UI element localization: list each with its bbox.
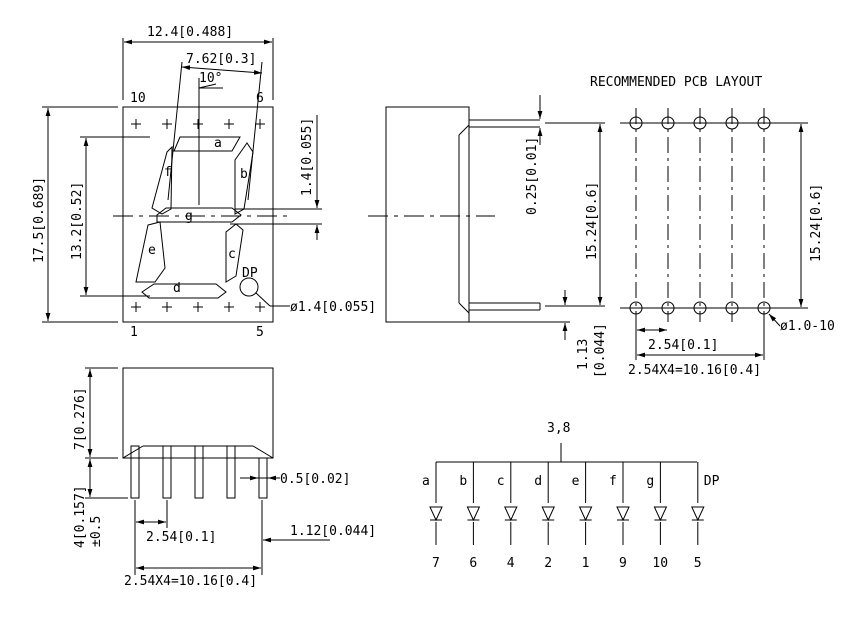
pcb-layout-title: RECOMMENDED PCB LAYOUT xyxy=(590,75,762,90)
diode-symbol xyxy=(541,506,555,522)
width-dim-label: 12.4[0.488] xyxy=(147,25,233,40)
pin-5-label: 5 xyxy=(256,325,264,340)
front-view xyxy=(42,38,322,323)
pin-6-label: 6 xyxy=(256,91,264,106)
diode-pin-label: 4 xyxy=(507,556,515,571)
segment-f-label: f xyxy=(164,165,172,180)
segment-a-shape xyxy=(173,136,241,152)
lead-width-dim-label: 0.5[0.02] xyxy=(280,472,350,487)
diode-branch-e: e1 xyxy=(572,462,593,571)
lead-length-dim-label-1: 4[0.157] xyxy=(73,485,88,548)
front-body-outline xyxy=(122,106,274,323)
bottom-total-dim-label: 2.54X4=10.16[0.4] xyxy=(124,574,257,589)
segment-c-label: c xyxy=(228,247,236,262)
diode-branch-f: f9 xyxy=(609,462,630,571)
pcb-total-dim-label: 2.54X4=10.16[0.4] xyxy=(628,363,761,378)
segment-b-label: b xyxy=(240,167,248,182)
diode-segment-label: c xyxy=(497,474,505,489)
height-dim-label: 17.5[0.689] xyxy=(32,177,47,263)
pcb-row-spacing-dim-label: 15.24[0.6] xyxy=(809,184,824,262)
diode-segment-label: b xyxy=(459,474,467,489)
diode-branch-dp: DP 5 xyxy=(691,462,720,571)
diode-pin-label: 10 xyxy=(652,556,668,571)
offset-dim-label-2: [0.044] xyxy=(593,323,608,378)
segment-f-shape xyxy=(151,145,173,215)
diode-segment-label: d xyxy=(534,474,542,489)
side-view xyxy=(368,95,605,340)
dp-label: DP xyxy=(242,266,258,281)
digit-height-dim-label: 13.2[0.52] xyxy=(70,182,85,260)
pin-10-label: 10 xyxy=(130,91,146,106)
pin-spacing-dim-label: 7.62[0.3] xyxy=(186,52,256,67)
diode-symbol xyxy=(504,506,518,522)
segment-b-shape xyxy=(234,142,254,215)
bottom-view xyxy=(85,367,330,575)
diode-pin-label: 1 xyxy=(582,556,590,571)
segment-e-shape xyxy=(135,221,166,283)
body-height-dim-label: 7[0.276] xyxy=(73,387,88,450)
schematic xyxy=(436,443,697,463)
diode-segment-label: e xyxy=(572,474,580,489)
diode-symbol xyxy=(429,506,443,522)
diode-branch-d: d2 xyxy=(534,462,555,571)
diode-symbol xyxy=(653,506,668,522)
common-pins-label: 3,8 xyxy=(547,421,570,436)
diode-pin-label: 2 xyxy=(544,556,552,571)
segment-d-shape xyxy=(141,283,227,299)
diode-segment-label: f xyxy=(609,474,617,489)
row-spacing-dim-label: 15.24[0.6] xyxy=(585,182,600,260)
segment-c-shape xyxy=(225,223,244,283)
diode-branch-g: g 10 xyxy=(646,462,668,571)
diode-pin-label: 9 xyxy=(619,556,627,571)
bottom-body-outline xyxy=(122,367,274,459)
diode-symbol xyxy=(578,506,593,522)
slant-angle-label: 10° xyxy=(199,71,222,86)
dp-circle xyxy=(239,277,259,297)
pcb-layout xyxy=(620,108,808,360)
pcb-hole-dim-label: ø1.0-10 xyxy=(780,319,835,334)
diode-branch-a: a7 xyxy=(422,462,443,571)
diode-branch-c: c4 xyxy=(497,462,518,571)
bottom-pitch-dim-label: 2.54[0.1] xyxy=(146,530,216,545)
diode-symbol xyxy=(466,506,481,522)
lead-shoulder-dim-label: 1.12[0.044] xyxy=(290,524,376,539)
lead-length-dim-label-2: ±0.5 xyxy=(89,516,104,547)
diode-segment-label: DP xyxy=(704,474,720,489)
diode-pin-label: 6 xyxy=(469,556,477,571)
segment-width-dim-label: 1.4[0.055] xyxy=(300,118,315,196)
offset-dim-label-1: 1.13 xyxy=(576,339,591,370)
diode-pin-label: 5 xyxy=(694,556,702,571)
pin-1-label: 1 xyxy=(130,325,138,340)
diode-symbol xyxy=(691,506,705,522)
segment-a-label: a xyxy=(214,136,222,151)
pcb-pitch-dim-label: 2.54[0.1] xyxy=(648,338,718,353)
diode-segment-label: g xyxy=(646,474,654,489)
lead-thickness-dim-label: 0.25[0.01] xyxy=(525,137,540,215)
segment-g-label: g xyxy=(185,209,193,224)
segment-g-shape xyxy=(156,207,242,223)
side-body-outline xyxy=(385,106,470,323)
diode-pin-label: 7 xyxy=(432,556,440,571)
segment-d-label: d xyxy=(173,281,181,296)
diode-branch-b: b6 xyxy=(459,462,481,571)
segment-e-label: e xyxy=(148,243,156,258)
diode-segment-label: a xyxy=(422,474,430,489)
dp-diameter-dim-label: ø1.4[0.055] xyxy=(290,300,376,315)
diode-symbol xyxy=(616,506,630,522)
